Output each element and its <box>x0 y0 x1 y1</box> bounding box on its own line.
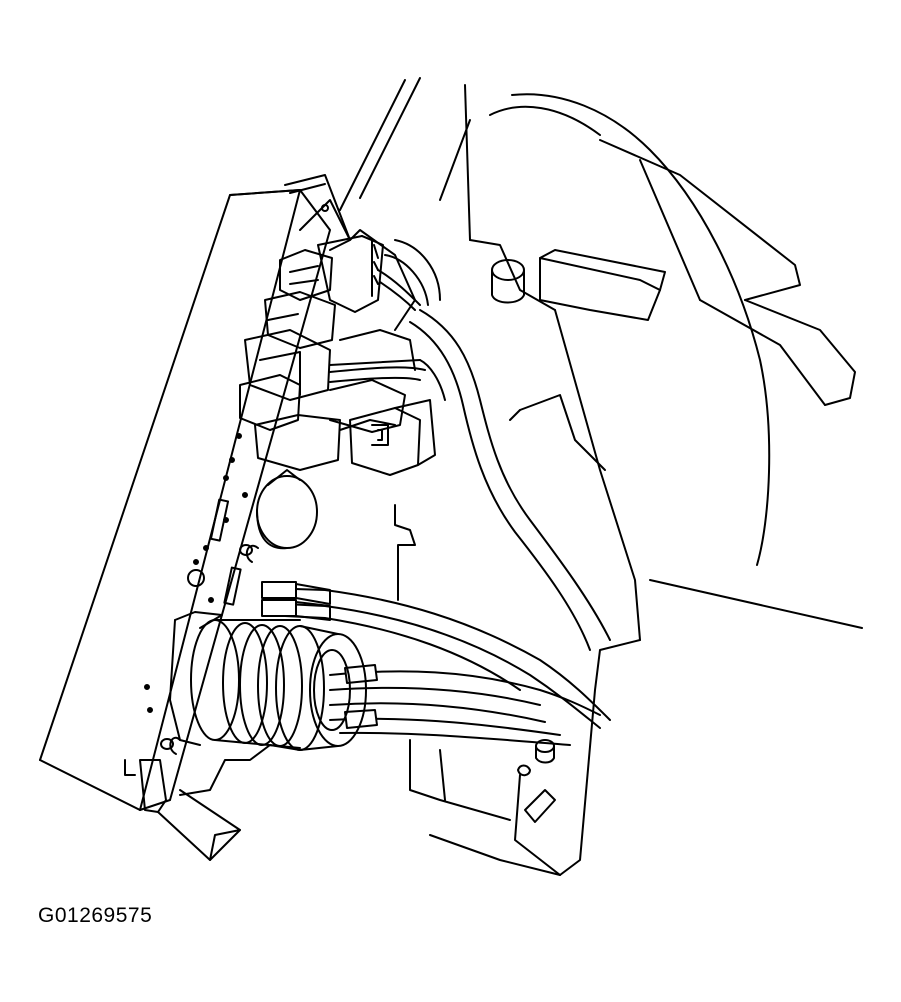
dashboard-structure <box>339 77 863 876</box>
switch-connectors <box>239 174 436 476</box>
round-socket <box>169 469 367 751</box>
control-head <box>39 189 416 861</box>
wire-harness <box>261 239 611 746</box>
figure-id: G01269575 <box>38 904 153 927</box>
